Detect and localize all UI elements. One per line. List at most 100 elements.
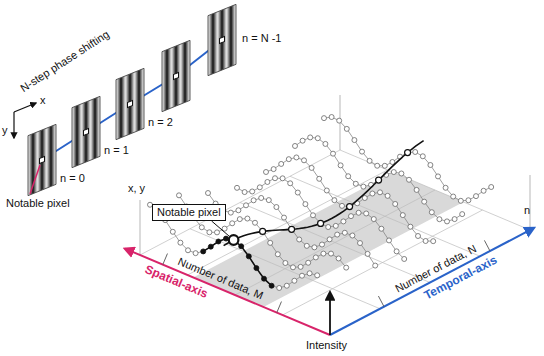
- data-point: [264, 169, 269, 174]
- data-point: [481, 188, 486, 193]
- data-point: [399, 171, 404, 176]
- data-point: [178, 240, 183, 245]
- data-point: [251, 198, 256, 203]
- data-point: [284, 283, 289, 288]
- frame-label: n = 1: [104, 144, 129, 157]
- data-point: [303, 202, 308, 207]
- data-point: [489, 185, 494, 190]
- data-point: [431, 239, 436, 244]
- data-point: [318, 221, 323, 226]
- data-point: [312, 245, 317, 250]
- dimension-tick: [163, 254, 168, 265]
- data-point: [298, 264, 303, 269]
- data-point: [344, 265, 349, 270]
- data-point: [245, 216, 250, 221]
- intensity-curve: [324, 117, 491, 201]
- data-point: [288, 181, 293, 186]
- data-point: [317, 176, 322, 181]
- temporal-axis: [330, 228, 534, 335]
- data-point: [291, 265, 296, 270]
- data-point: [289, 227, 294, 232]
- data-point: [321, 251, 326, 256]
- data-point: [379, 226, 384, 231]
- data-point: [265, 179, 270, 184]
- data-point: [307, 271, 312, 276]
- data-point: [253, 220, 258, 225]
- temporal-point: [260, 228, 266, 234]
- data-point: [361, 184, 366, 189]
- data-point: [315, 273, 320, 278]
- data-point: [239, 244, 244, 249]
- data-point: [420, 154, 425, 159]
- data-point: [311, 213, 316, 218]
- data-point: [408, 224, 413, 229]
- intensity-curve: [237, 178, 404, 259]
- data-point: [327, 237, 332, 242]
- axis-label: n: [524, 204, 530, 217]
- frame-label: n = 0: [60, 172, 85, 185]
- data-point: [236, 208, 241, 213]
- temporal-point: [347, 204, 353, 210]
- data-point: [237, 217, 242, 222]
- data-point: [402, 256, 407, 261]
- data-point: [460, 212, 465, 217]
- data-point: [260, 229, 265, 234]
- pixel-marker: [174, 72, 179, 79]
- data-point: [350, 233, 355, 238]
- data-point: [413, 149, 418, 154]
- fringe-pattern: [72, 96, 100, 167]
- grid-line: [188, 170, 388, 275]
- data-point: [342, 230, 347, 235]
- data-point: [436, 174, 441, 179]
- data-point: [428, 163, 433, 168]
- dimension-tick: [277, 302, 282, 313]
- data-point: [391, 170, 396, 175]
- data-point: [367, 158, 372, 163]
- data-point: [207, 230, 212, 235]
- data-point: [352, 138, 357, 143]
- pointer-label: Notable pixel: [6, 197, 70, 210]
- data-point: [275, 252, 280, 257]
- data-point: [300, 138, 305, 143]
- data-point: [201, 249, 206, 254]
- data-point: [216, 239, 221, 244]
- data-point: [279, 161, 284, 166]
- fringe-image: [116, 68, 144, 139]
- data-point: [387, 238, 392, 243]
- data-point: [333, 223, 338, 228]
- data-point: [242, 190, 247, 195]
- data-point: [268, 240, 273, 245]
- pixel-marker: [220, 36, 225, 43]
- pixel-marker: [84, 128, 89, 135]
- x-axis-arrow: [14, 103, 36, 112]
- data-point: [365, 251, 370, 256]
- fringe-image: [28, 124, 56, 195]
- notable-pixel-point: [229, 235, 239, 245]
- data-point: [337, 118, 342, 123]
- data-point: [405, 150, 410, 155]
- data-point: [451, 194, 456, 199]
- data-point: [274, 205, 279, 210]
- data-point: [269, 283, 274, 288]
- dimension-tick: [378, 296, 384, 307]
- data-point: [282, 215, 287, 220]
- data-point: [353, 181, 358, 186]
- frame-label: n = 2: [148, 116, 173, 129]
- axis-label: x: [40, 94, 46, 107]
- intensity-curve: [295, 137, 462, 221]
- data-point: [422, 199, 427, 204]
- data-point: [273, 176, 278, 181]
- data-point: [300, 273, 305, 278]
- axis-label: y: [2, 124, 8, 137]
- data-point: [407, 177, 412, 182]
- data-point: [262, 276, 267, 281]
- data-point: [306, 260, 311, 265]
- intensity-curve: [266, 157, 433, 241]
- data-point: [254, 266, 259, 271]
- fringe-image: [72, 96, 100, 167]
- data-point: [340, 203, 345, 208]
- temporal-curve: [224, 141, 424, 246]
- data-point: [362, 196, 367, 201]
- fringe-pattern: [116, 68, 144, 139]
